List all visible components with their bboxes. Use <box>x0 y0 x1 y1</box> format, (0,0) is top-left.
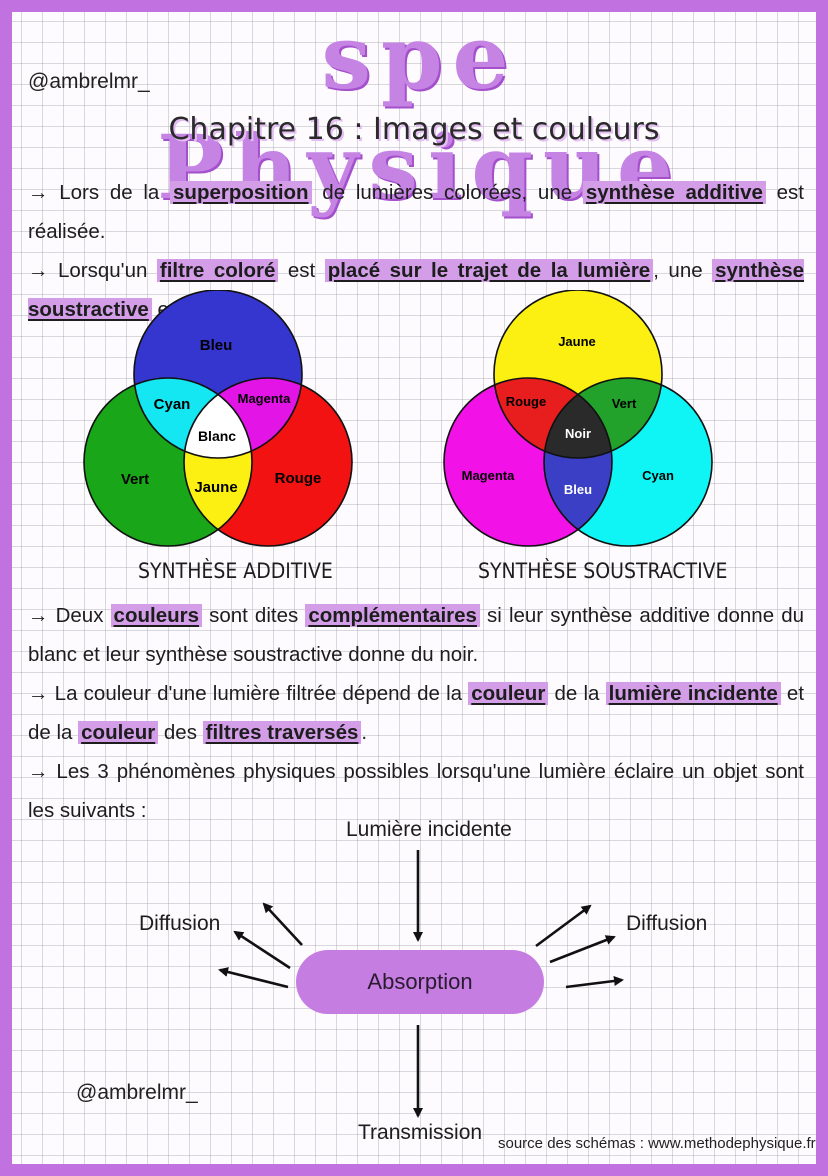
venn-subtractive-label-bottom: Bleu <box>564 482 592 497</box>
diffusion-left-arrow-3 <box>218 967 289 989</box>
caption-subtractive: SYNTHÈSE SOUSTRACTIVE <box>478 559 728 583</box>
intro-line: → Lorsqu'un filtre coloré est placé sur … <box>28 251 805 329</box>
highlighted-keyword: couleurs <box>110 604 202 627</box>
venn-subtractive-label-top-right: Vert <box>612 396 637 411</box>
diffusion-left-arrow-2 <box>233 930 291 970</box>
chapter-subtitle: Chapitre 16 : Images et couleurs <box>168 112 660 147</box>
text-run: → La couleur d'une lumière filtrée dépen… <box>28 682 469 705</box>
diffusion-left-label: Diffusion <box>139 912 221 935</box>
text-run: est <box>278 259 325 282</box>
venn-additive-label-top-right: Magenta <box>238 391 292 406</box>
diffusion-left-arrow-1 <box>262 902 303 946</box>
venn-subtractive-svg: Jaune Rouge Vert Noir Magenta Bleu Cyan <box>443 289 713 547</box>
text-run: des <box>158 721 203 744</box>
highlighted-keyword: filtres traversés <box>202 721 362 744</box>
highlighted-keyword: superposition <box>170 181 312 204</box>
text-run: de la <box>548 682 606 705</box>
text-run: est réalisée. <box>28 181 804 243</box>
venn-additive-label-left: Vert <box>121 471 149 488</box>
text-run: de lumières colorées, une <box>311 181 583 204</box>
text-run: → Lors de la <box>28 181 171 204</box>
absorption-label: Absorption <box>367 969 473 994</box>
highlighted-keyword: couleur <box>468 682 549 705</box>
text-run: → Lorsqu'un <box>28 259 157 282</box>
text-run: sont dites <box>202 604 306 627</box>
text-run: → Les 3 phénomènes physiques possibles l… <box>28 760 804 822</box>
incident-light-label: Lumière incidente <box>346 818 512 841</box>
absorption-pill: Absorption <box>296 950 544 1014</box>
diffusion-right-arrow-1 <box>535 904 592 948</box>
caption-additive: SYNTHÈSE ADDITIVE <box>138 559 333 583</box>
text-run: . <box>361 721 368 744</box>
highlighted-keyword: couleur <box>78 721 159 744</box>
body-paragraph: → Deux couleurs sont dites complémentair… <box>28 596 804 830</box>
venn-additive-label-top: Bleu <box>200 337 233 354</box>
text-run: si leur synthèse additive donne du blanc… <box>28 604 805 666</box>
transmission-label: Transmission <box>358 1121 483 1144</box>
venn-subtractive-label-left: Magenta <box>462 468 516 483</box>
highlighted-keyword: filtre coloré <box>156 259 279 282</box>
diffusion-right-arrow-3 <box>565 976 624 989</box>
highlighted-keyword: synthèse additive <box>582 181 766 204</box>
highlighted-keyword: lumière incidente <box>605 682 781 705</box>
body-line: → La couleur d'une lumière filtrée dépen… <box>28 674 804 752</box>
venn-subtractive-label-top: Jaune <box>558 334 596 349</box>
venn-additive-svg: Bleu Cyan Magenta Blanc Vert Jaune Rouge <box>83 289 353 547</box>
text-run: → Deux <box>28 604 111 627</box>
venn-additive-label-top-left: Cyan <box>154 396 191 413</box>
body-line: → Deux couleurs sont dites complémentair… <box>28 596 804 674</box>
highlighted-keyword: complémentaires <box>305 604 480 627</box>
venn-additive-label-right: Rouge <box>275 470 322 487</box>
venn-additive: Bleu Cyan Magenta Blanc Vert Jaune Rouge <box>80 289 360 560</box>
diffusion-right-label: Diffusion <box>626 912 708 935</box>
intro-paragraph: → Lors de la superposition de lumières c… <box>28 173 805 329</box>
highlighted-keyword: placé sur le trajet de la lumière <box>324 259 654 282</box>
intro-line: → Lors de la superposition de lumières c… <box>28 173 804 251</box>
venn-subtractive-label-top-left: Rouge <box>506 394 546 409</box>
venn-subtractive-label-center: Noir <box>565 426 591 441</box>
source-credit: source des schémas : www.methodephysique… <box>498 1135 816 1152</box>
venn-subtractive: Jaune Rouge Vert Noir Magenta Bleu Cyan <box>440 289 720 560</box>
venn-additive-label-center: Blanc <box>198 428 236 444</box>
text-run: , une <box>653 259 713 282</box>
venn-additive-label-bottom: Jaune <box>194 479 237 496</box>
author-handle-bottom: @ambrelmr_ <box>76 1081 198 1104</box>
body-line: → Les 3 phénomènes physiques possibles l… <box>28 752 804 830</box>
venn-subtractive-label-right: Cyan <box>642 468 674 483</box>
diffusion-right-arrow-2 <box>549 935 616 964</box>
text-run: et de la <box>28 682 805 744</box>
author-handle-top: @ambrelmr_ <box>28 70 150 93</box>
